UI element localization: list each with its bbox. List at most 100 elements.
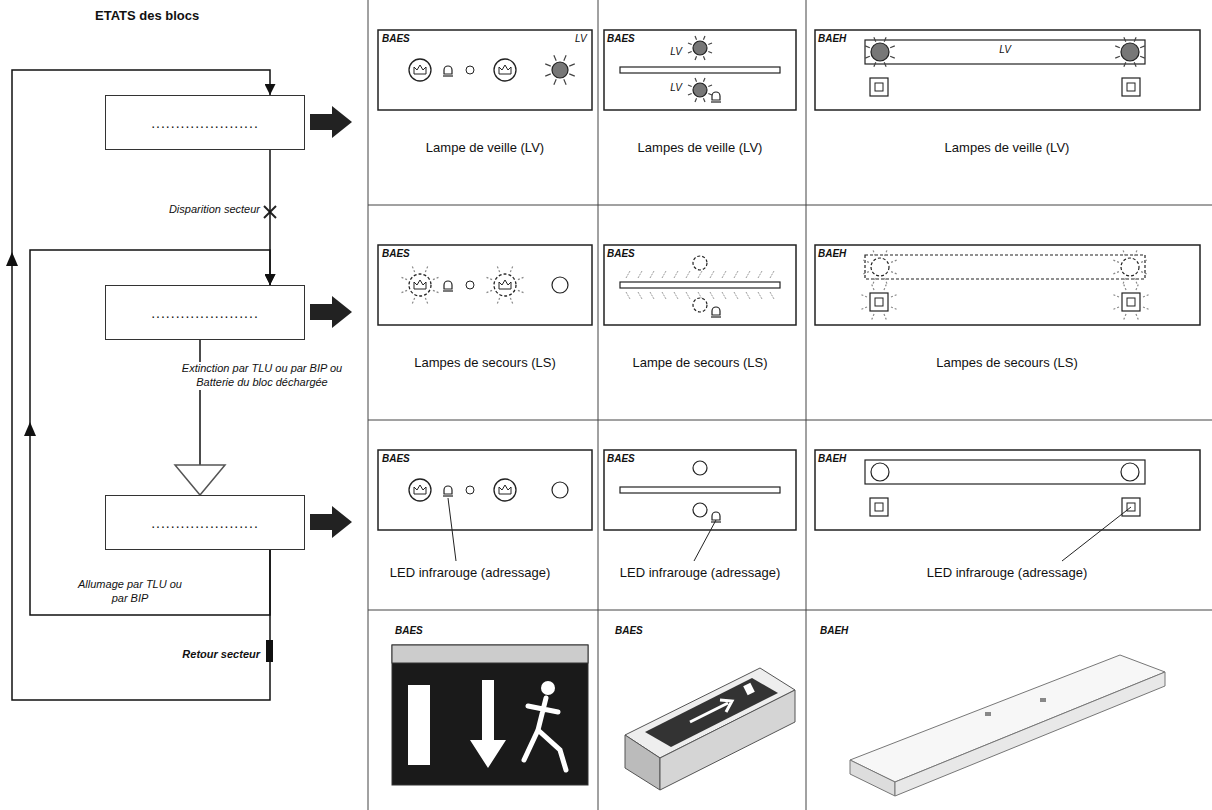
light-ray	[485, 290, 492, 293]
table-divider	[368, 205, 1212, 206]
diagram-title: ETATS des blocs	[95, 8, 199, 23]
light-ray	[758, 271, 762, 278]
lamp-tube	[620, 487, 780, 493]
caption-label: LED infrarouge (adressage)	[390, 565, 550, 581]
led-base	[711, 101, 721, 102]
standby-lamp	[693, 83, 707, 97]
standby-lamp	[693, 503, 707, 517]
lamp-symbol	[499, 485, 511, 494]
standby-lamp	[693, 298, 707, 312]
baes-box-arrow	[690, 700, 732, 722]
led-base	[443, 495, 453, 496]
baeh-box-mark	[985, 712, 991, 716]
light-ray	[708, 43, 712, 45]
light-ray	[770, 271, 774, 278]
arrow-pictogram	[470, 680, 506, 768]
light-ray	[554, 79, 556, 85]
light-ray	[695, 56, 697, 60]
light-ray	[412, 298, 415, 305]
light-ray	[412, 265, 415, 272]
light-ray	[674, 271, 678, 278]
lamp-symbol	[414, 65, 426, 74]
baes-panel	[378, 30, 592, 110]
light-ray	[746, 292, 750, 299]
state-box: ......................	[105, 285, 305, 340]
light-ray	[1123, 283, 1126, 290]
light-ray	[1112, 307, 1119, 310]
emergency-lamp-inner	[875, 503, 883, 511]
leader-line	[1062, 507, 1131, 561]
light-ray	[1113, 260, 1119, 262]
light-ray	[425, 265, 428, 272]
lamp-circle	[494, 59, 516, 81]
light-ray	[884, 62, 886, 67]
caption-label: LED infrarouge (adressage)	[927, 565, 1087, 581]
light-ray	[564, 55, 566, 61]
standby-lamp	[552, 277, 568, 293]
light-ray	[688, 43, 692, 45]
light-ray	[497, 298, 500, 305]
light-ray	[885, 278, 887, 284]
light-ray	[638, 271, 642, 278]
light-ray	[650, 271, 654, 278]
caption-label: Lampe de secours (LS)	[632, 355, 767, 371]
light-ray	[703, 78, 705, 82]
baeh-panel	[815, 245, 1200, 325]
state-text: ......................	[151, 115, 259, 131]
sign-top-strip	[392, 645, 588, 663]
caption-label: Lampes de veille (LV)	[638, 140, 763, 156]
light-ray	[746, 271, 750, 278]
emergency-lamp-inner	[875, 83, 883, 91]
light-ray	[1140, 56, 1145, 58]
table-divider	[368, 610, 1212, 611]
caption-label: Lampes de secours (LS)	[936, 355, 1078, 371]
light-ray	[708, 51, 712, 53]
infrared-led	[712, 92, 720, 100]
product-tag: BAES	[382, 453, 410, 465]
standby-lamp	[1121, 258, 1139, 276]
leader-line	[448, 498, 456, 561]
light-ray	[1113, 272, 1119, 274]
lamp-circle	[494, 274, 516, 296]
lamp-tube	[620, 282, 780, 288]
led-base	[443, 290, 453, 291]
product-tag: BAES	[382, 33, 410, 45]
baes-panel	[604, 30, 796, 110]
light-ray	[710, 271, 714, 278]
light-ray	[433, 290, 440, 293]
state-pointer-arrow	[310, 506, 352, 538]
baes-box-door	[743, 683, 755, 696]
lamp-circle	[409, 59, 431, 81]
baeh-box-mark	[1040, 698, 1046, 702]
light-ray	[497, 265, 500, 272]
baeh-bar	[865, 40, 1145, 64]
light-ray	[695, 78, 697, 82]
standby-lamp	[1121, 463, 1139, 481]
infrared-led	[712, 512, 720, 520]
baes-box-front	[625, 735, 660, 790]
emergency-lamp-inner	[1127, 298, 1135, 306]
light-ray	[688, 51, 692, 53]
product-tag: BAES	[607, 248, 635, 260]
light-ray	[1134, 62, 1136, 67]
light-ray	[865, 46, 870, 48]
standby-lamp	[693, 41, 707, 55]
light-ray	[865, 56, 870, 58]
state-pointer-arrow	[310, 296, 352, 328]
light-ray	[1135, 250, 1137, 256]
state-box: ......................	[105, 95, 305, 150]
transition-label: Disparition secteur	[167, 203, 262, 217]
light-ray	[698, 271, 702, 278]
lamp-circle	[409, 274, 431, 296]
light-ray	[770, 292, 774, 299]
infrared-led	[712, 307, 720, 315]
light-ray	[1115, 46, 1120, 48]
light-ray	[1143, 294, 1150, 297]
light-ray	[686, 292, 690, 299]
light-ray	[433, 277, 440, 280]
transition-label: Retour secteur	[180, 648, 262, 662]
light-ray	[1115, 56, 1120, 58]
lamp-symbol	[499, 280, 511, 289]
light-ray	[695, 98, 697, 102]
light-ray	[1124, 62, 1126, 67]
